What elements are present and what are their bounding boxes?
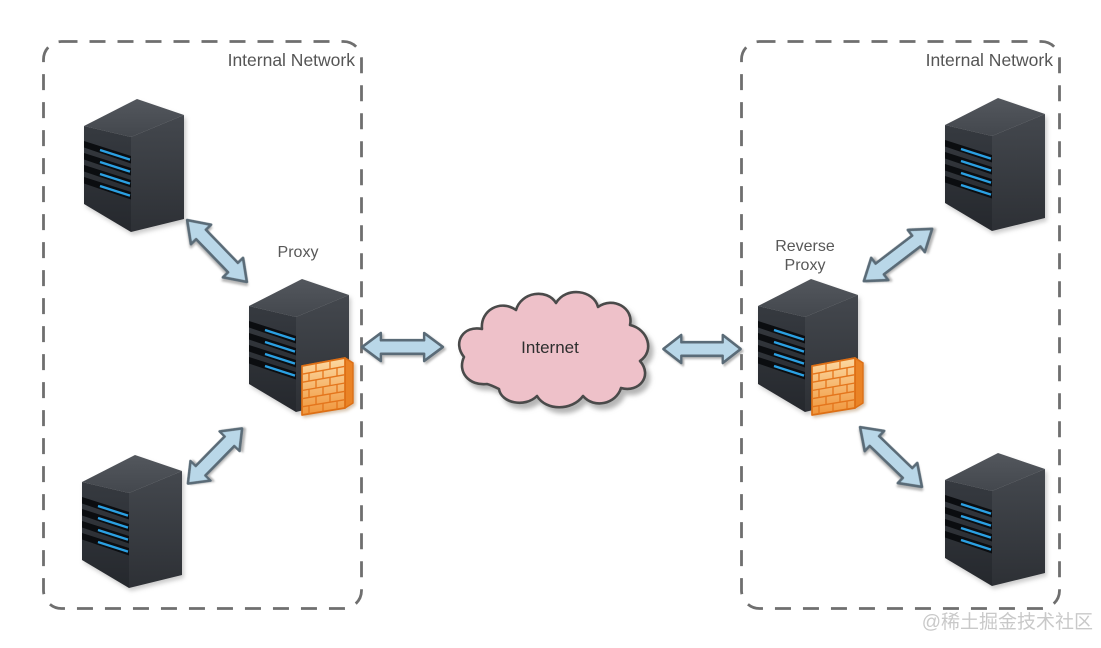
left-internal-network-label: Internal Network [228, 50, 356, 70]
double-arrow-icon-lefttop-to-proxy [175, 209, 259, 293]
server-tower-icon-right-top [943, 96, 1047, 233]
server-tower-icon-right-bottom [943, 451, 1047, 588]
watermark-text: @稀土掘金技术社区 [922, 611, 1093, 633]
reverse-proxy-label-line2: Proxy [785, 257, 826, 274]
proxy-label: Proxy [278, 244, 319, 261]
server-tower-icon-left-bottom [80, 453, 184, 590]
server-tower-icon-left-top [82, 97, 186, 234]
double-arrow-icon-internet-to-reverseproxy [661, 333, 743, 365]
internet-cloud-icon: Internet [457, 290, 650, 409]
double-arrow-icon-reverseproxy-to-righttop [854, 216, 942, 294]
double-arrow-icon-leftbottom-to-proxy [176, 417, 254, 495]
firewall-brick-wall-icon-proxy [301, 357, 354, 416]
double-arrow-icon-proxy-to-internet [360, 331, 445, 363]
reverse-proxy-label-line1: Reverse [775, 238, 835, 255]
double-arrow-icon-reverseproxy-to-rightbottom [849, 415, 933, 499]
firewall-brick-wall-icon-reverse-proxy [811, 357, 864, 416]
cloud-shape [457, 290, 650, 409]
internet-label: Internet [521, 338, 579, 357]
right-internal-network-label: Internal Network [926, 50, 1054, 70]
right-internal-network-boundary [740, 40, 1061, 610]
left-internal-network-boundary [42, 40, 363, 610]
